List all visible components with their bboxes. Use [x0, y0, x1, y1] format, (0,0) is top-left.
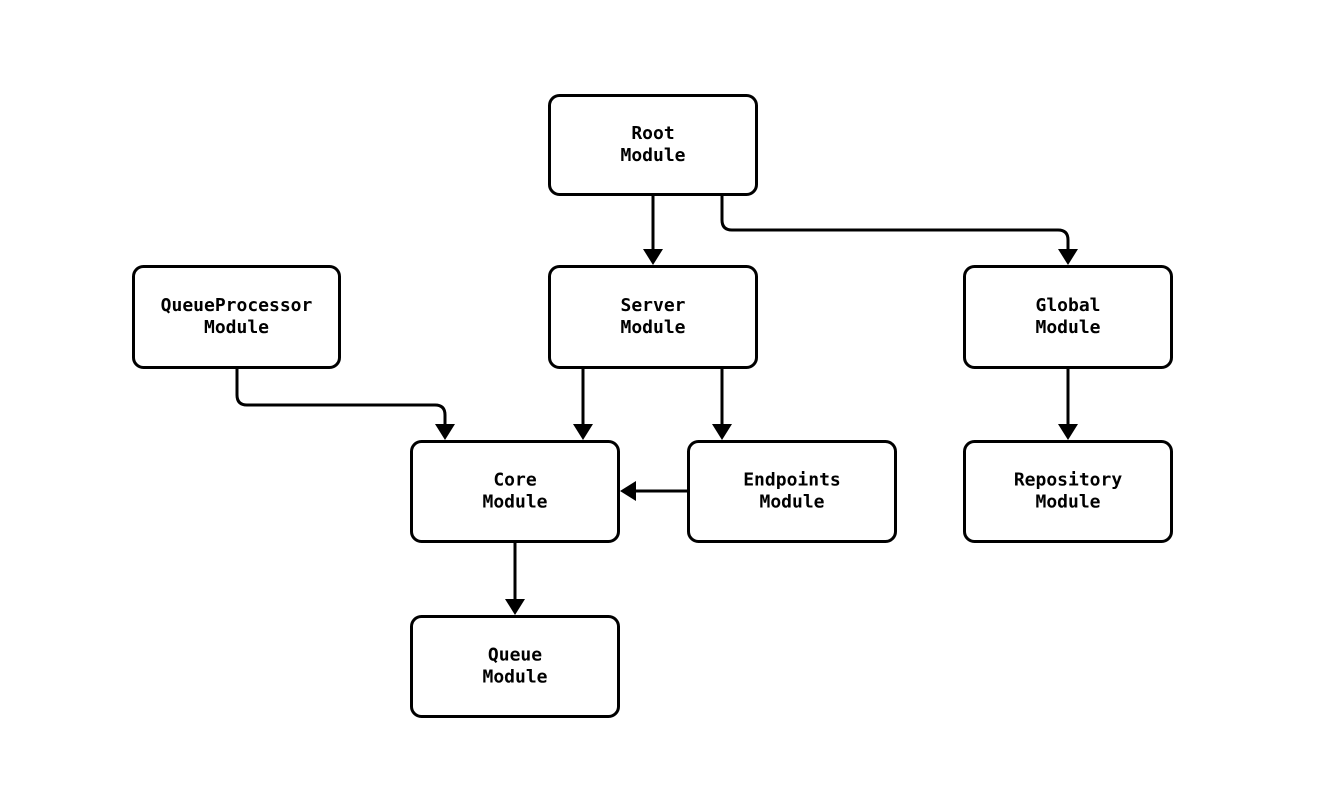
edge-server-to-endpoints: [712, 369, 732, 440]
edge-line: [720, 196, 1070, 249]
node-label-line2: Module: [204, 317, 269, 338]
node-label-line2: Module: [1035, 492, 1100, 513]
node-label-line2: Module: [1035, 317, 1100, 338]
edge-global-to-repository: [1058, 369, 1078, 440]
node-label-line2: Module: [620, 145, 685, 166]
node-box[interactable]: [548, 94, 758, 196]
node-label-line1: Root: [631, 123, 674, 144]
node-label-line2: Module: [620, 317, 685, 338]
edge-line: [235, 369, 447, 424]
node-label-line1: Repository: [1014, 470, 1123, 491]
node-label-line1: Global: [1035, 295, 1100, 316]
edge-core-to-queue: [505, 543, 525, 615]
node-label-line2: Module: [759, 492, 824, 513]
arrowhead-icon: [1058, 424, 1078, 440]
node-label-line1: Queue: [488, 645, 542, 666]
node-label-line1: Server: [620, 295, 685, 316]
edge-root-to-global: [720, 196, 1078, 265]
arrowhead-icon: [620, 481, 636, 501]
arrowhead-icon: [435, 424, 455, 440]
node-box[interactable]: [963, 265, 1173, 369]
node-box[interactable]: [410, 615, 620, 718]
node-label-line2: Module: [482, 667, 547, 688]
node-box[interactable]: [548, 265, 758, 369]
arrowhead-icon: [573, 424, 593, 440]
edges-layer: [235, 196, 1078, 615]
node-box[interactable]: [132, 265, 341, 369]
node-box[interactable]: [687, 440, 897, 543]
arrowhead-icon: [712, 424, 732, 440]
edge-endpoints-to-core: [620, 481, 687, 501]
edge-server-to-core: [573, 369, 593, 440]
node-box[interactable]: [410, 440, 620, 543]
node-label-line1: Endpoints: [743, 470, 841, 491]
arrowhead-icon: [643, 249, 663, 265]
node-label-line1: Core: [493, 470, 537, 491]
arrowhead-icon: [505, 599, 525, 615]
arrowhead-icon: [1058, 249, 1078, 265]
edge-queueprocessor-to-core: [235, 369, 455, 440]
node-box[interactable]: [963, 440, 1173, 543]
node-label-line2: Module: [482, 492, 547, 513]
node-label-line1: QueueProcessor: [161, 295, 313, 316]
edge-root-to-server: [643, 196, 663, 265]
